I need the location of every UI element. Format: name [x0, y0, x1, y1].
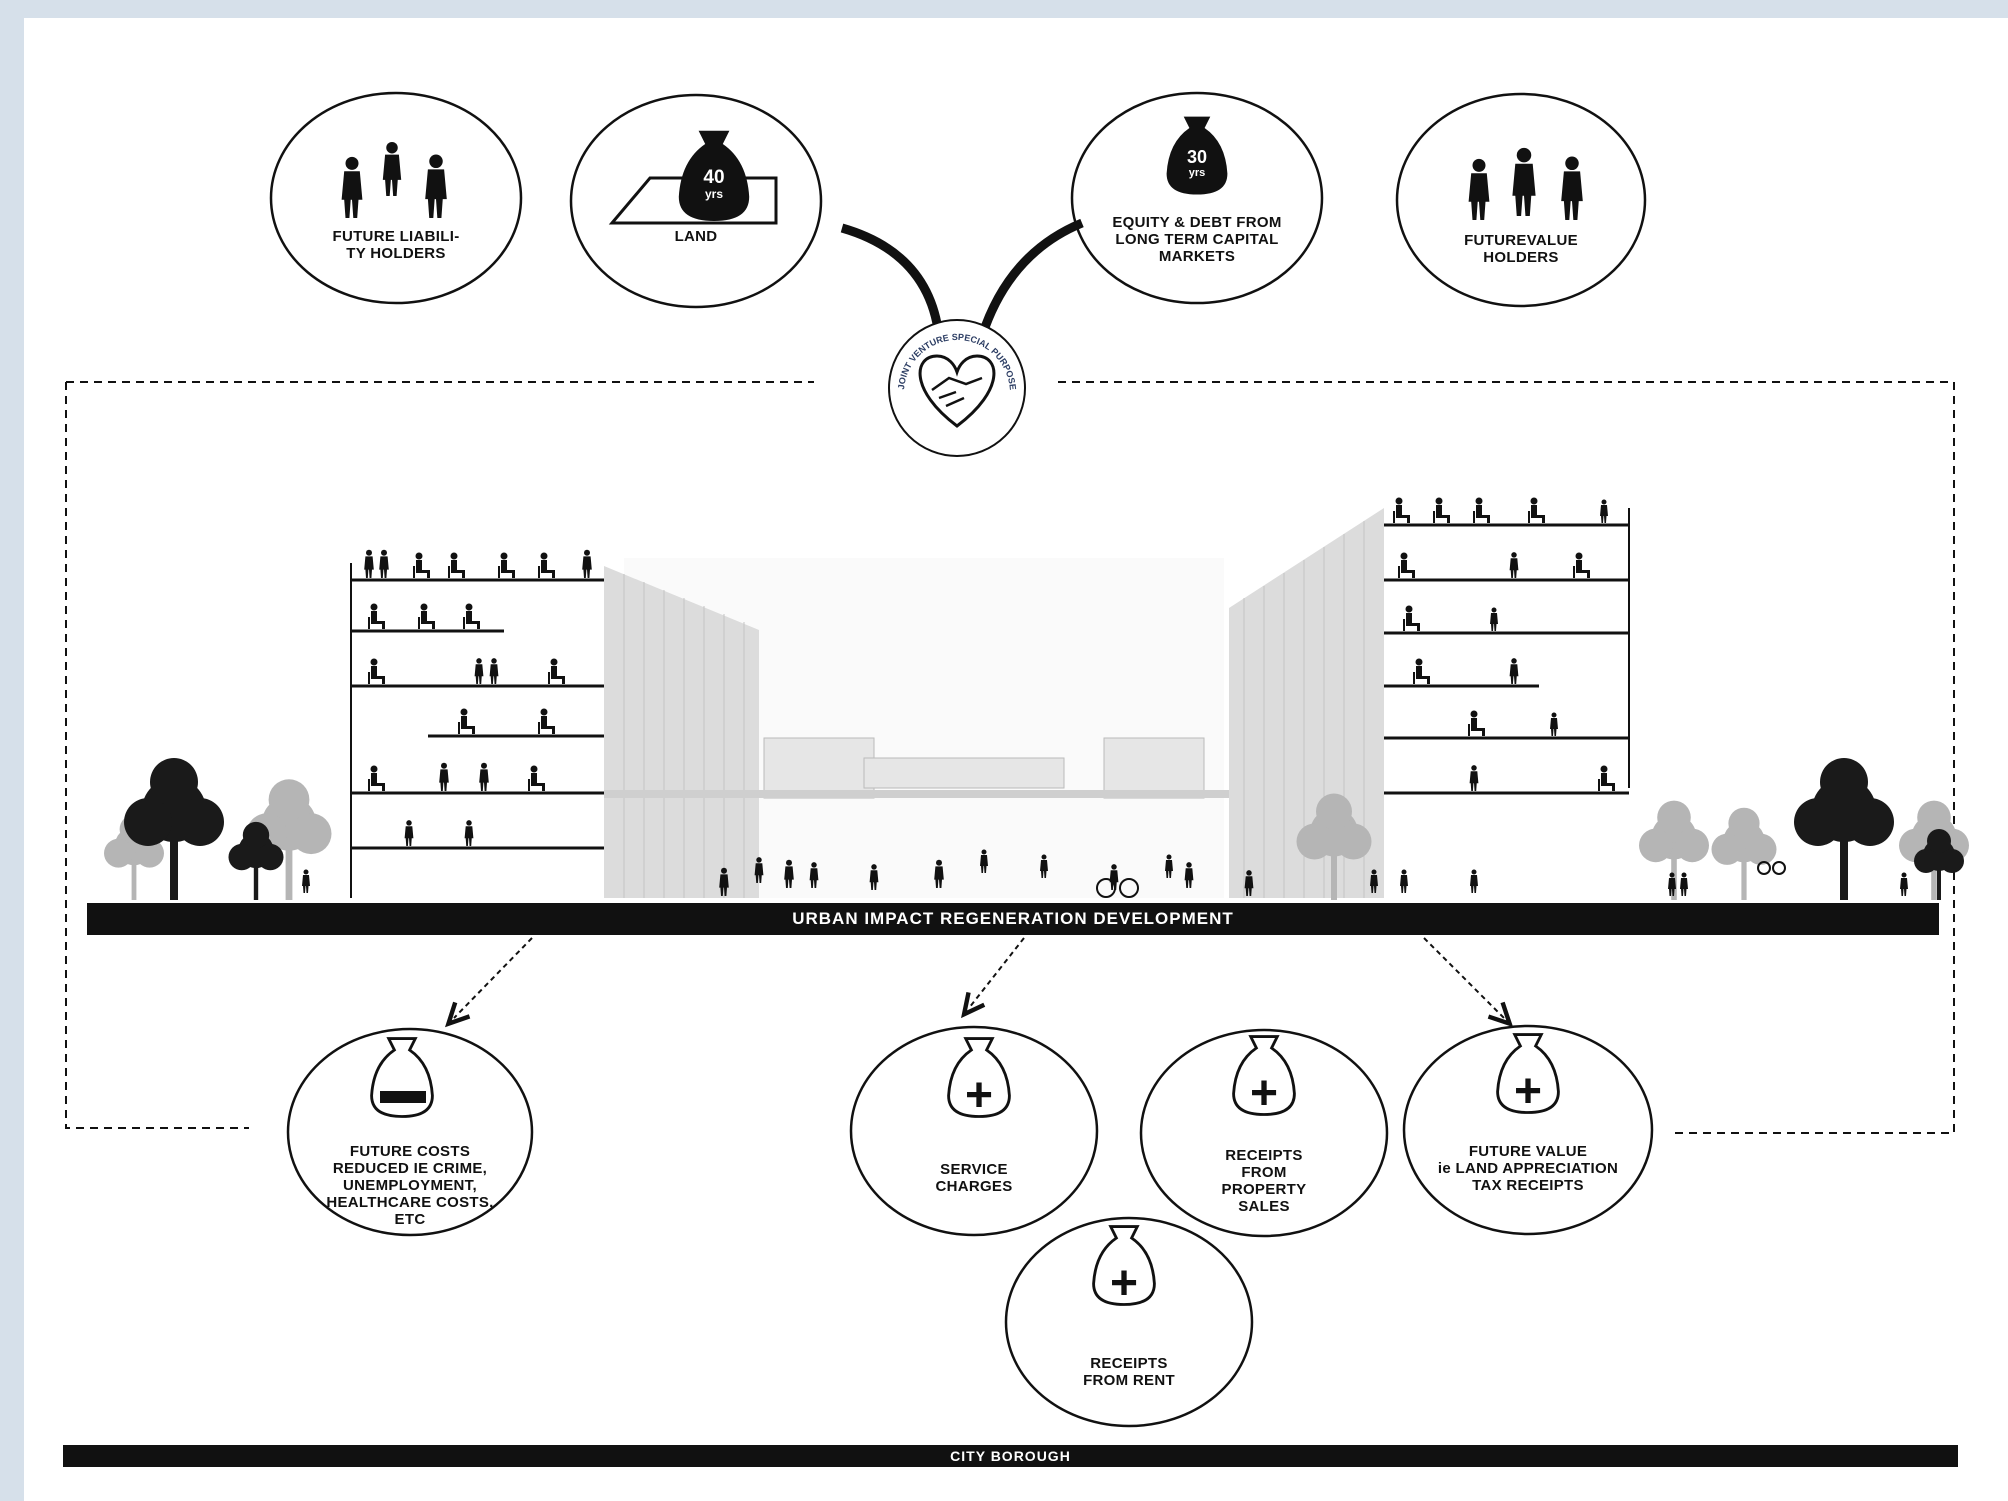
diagram-canvas: JOINT VENTURE SPECIAL PURPOSE VEHICLE [24, 18, 2008, 1501]
label-land: LAND [674, 228, 718, 245]
heart-handshake-icon [918, 354, 996, 428]
city-borough-bar [63, 1445, 1958, 1467]
node-equity-debt [1070, 91, 1324, 305]
label-service-charges: SERVICE CHARGES [935, 1161, 1013, 1195]
plus-sign-property: + [1249, 1067, 1279, 1120]
plus-sign-rent: + [1109, 1257, 1139, 1310]
land-badge-unit: yrs [704, 187, 724, 201]
connector-land [840, 223, 944, 337]
minus-sign-future-costs: − [380, 1086, 426, 1087]
arrow-to-future-value [1423, 937, 1514, 1028]
node-property-sales [1139, 1028, 1389, 1238]
equity-badge-number: 30 [1186, 147, 1208, 167]
urban-scene [104, 497, 1969, 900]
connector-equity [977, 218, 1084, 338]
label-future-value-holders: FUTUREVALUE HOLDERS [1464, 232, 1578, 266]
land-badge-number: 40 [703, 167, 725, 188]
development-bar-label: URBAN IMPACT REGENERATION DEVELOPMENT [792, 909, 1234, 928]
node-future-costs [286, 1027, 534, 1237]
label-equity-debt: EQUITY & DEBT FROM LONG TERM CAPITAL MAR… [1112, 214, 1282, 265]
land-plot-icon [608, 176, 778, 225]
dashed-frame [65, 381, 1955, 1134]
left-building-facade [604, 566, 759, 898]
development-bar [87, 903, 1939, 935]
diagram-svg: JOINT VENTURE SPECIAL PURPOSE VEHICLE [24, 18, 1969, 1467]
city-borough-label: CITY BOROUGH [950, 1448, 1071, 1464]
money-bag-icon [370, 1037, 434, 1118]
node-future-liability-holders [269, 91, 523, 305]
equity-badge-unit: yrs [1188, 167, 1206, 179]
node-receipts-rent [1004, 1216, 1254, 1428]
arrow-to-future-costs [444, 937, 533, 1028]
plus-sign-future-value: + [1513, 1065, 1543, 1118]
node-future-value [1402, 1024, 1654, 1236]
node-land [569, 93, 823, 309]
label-future-costs: FUTURE COSTS REDUCED IE CRIME, UNEMPLOYM… [326, 1143, 494, 1228]
label-receipts-rent: RECEIPTS FROM RENT [1083, 1355, 1175, 1389]
node-service-charges [849, 1025, 1099, 1237]
label-future-liability-holders: FUTURE LIABILI- TY HOLDERS [332, 228, 460, 262]
node-future-value-holders [1395, 92, 1647, 308]
arrow-to-service-charges [961, 937, 1025, 1019]
label-future-value: FUTURE VALUE ie LAND APPRECIATION TAX RE… [1437, 1143, 1619, 1194]
label-property-sales: RECEIPTS FROM PROPERTY SALES [1221, 1147, 1307, 1215]
plus-sign-service: + [964, 1069, 994, 1122]
